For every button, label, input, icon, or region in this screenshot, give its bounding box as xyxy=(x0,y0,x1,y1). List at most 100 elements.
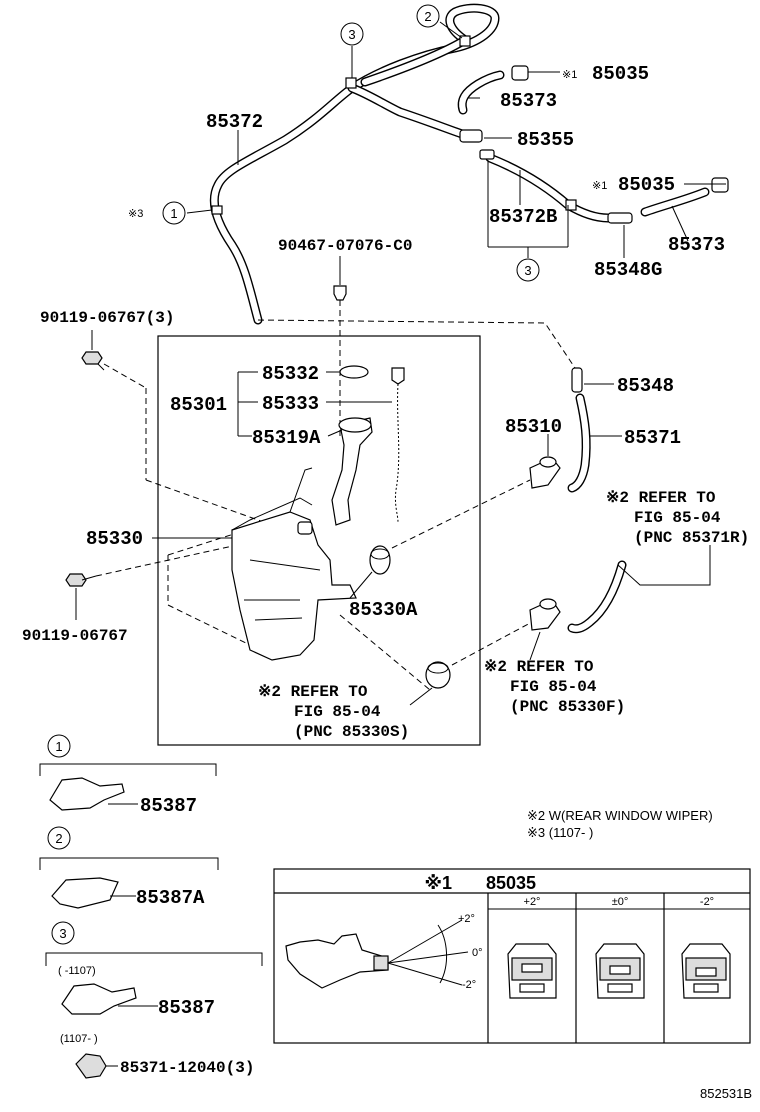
label-nozzle-mark-upper: ※1 xyxy=(562,69,577,81)
label-bolt-bottom: 90119-06767 xyxy=(22,627,128,645)
callout-3-bottom: 3 xyxy=(524,263,531,278)
clamp-3b-mark xyxy=(565,199,577,211)
label-85310: 85310 xyxy=(505,416,562,438)
label-85035-right: 85035 xyxy=(618,174,675,196)
label-85330: 85330 xyxy=(86,528,143,550)
hose-network xyxy=(209,3,710,634)
label-85035-upper: 85035 xyxy=(592,63,649,85)
adjust-col-3: -2° xyxy=(700,896,714,908)
label-nozzle-mark-right: ※1 xyxy=(592,180,607,192)
grommet-85330a xyxy=(369,545,391,575)
refer-center-line1: ※2 REFER TO xyxy=(258,683,368,701)
callout-circles: 3 2 1 ※3 3 xyxy=(128,4,540,282)
refer-notes: ※2 REFER TO FIG 85-04 (PNC 85371R) ※2 RE… xyxy=(258,489,749,741)
angle-minus: -2° xyxy=(462,979,476,991)
clamp-85387a xyxy=(51,877,119,909)
gauge-85333 xyxy=(391,367,405,385)
label-85332: 85332 xyxy=(262,363,319,385)
label-85372: 85372 xyxy=(206,111,263,133)
refer-upper-line2: FIG 85-04 xyxy=(634,509,721,527)
footnote-2: ※3 (1107- ) xyxy=(527,825,593,840)
legend-3-range-before: ( -1107) xyxy=(58,965,96,977)
callout-1-mark: ※3 xyxy=(128,208,143,220)
clamp-legend: 1 85387 2 85387A 3 ( -1107) 85387 (1107-… xyxy=(39,734,263,1079)
refer-upper-line3: (PNC 85371R) xyxy=(634,529,749,547)
legend-3-num: 3 xyxy=(59,926,66,941)
legend-2-pn: 85387A xyxy=(136,887,205,909)
refer-right-line3: (PNC 85330F) xyxy=(510,698,625,716)
fasteners: 90119-06767 xyxy=(22,256,347,645)
clamp-2-mark xyxy=(459,35,471,47)
label-bolt-top: 90119-06767(3) xyxy=(40,309,174,327)
inlet-85319a xyxy=(331,417,373,526)
adjust-title-mark: ※1 xyxy=(424,873,452,893)
footnotes: ※2 W(REAR WINDOW WIPER) ※3 (1107- ) xyxy=(527,808,713,840)
nozzle-85035-upper xyxy=(511,65,529,81)
dashed-guides xyxy=(95,300,576,691)
label-85319a: 85319A xyxy=(252,427,321,449)
label-85348: 85348 xyxy=(617,375,674,397)
footnote-1: ※2 W(REAR WINDOW WIPER) xyxy=(527,808,713,823)
grommet-85330s xyxy=(425,661,451,689)
refer-upper-line1: ※2 REFER TO xyxy=(606,489,716,507)
callout-1-left: 1 xyxy=(170,206,177,221)
connector-85355 xyxy=(459,129,483,143)
clamp-3-mark xyxy=(345,77,357,89)
figure-id: 852531B xyxy=(700,1086,752,1101)
tank-assembly-frame xyxy=(157,335,481,746)
clamp-85387-1 xyxy=(49,777,125,811)
legend-1-pn: 85387 xyxy=(140,795,197,817)
nozzle-side-view xyxy=(285,933,389,989)
angle-plus: +2° xyxy=(458,913,475,925)
tank-leaders xyxy=(152,371,711,706)
clamp-1-mark xyxy=(211,205,223,215)
clamp-85387-3 xyxy=(61,983,137,1015)
tank-labels: 85301 85332 85333 85319A 85330 85330A 85… xyxy=(86,363,562,621)
label-85348g: 85348G xyxy=(594,259,662,281)
refer-center-line2: FIG 85-04 xyxy=(294,703,381,721)
angle-zero: 0° xyxy=(472,947,483,959)
label-85371: 85371 xyxy=(624,427,681,449)
callout-2-top: 2 xyxy=(424,9,431,24)
label-85355: 85355 xyxy=(517,129,574,151)
callout-3-top: 3 xyxy=(348,27,355,42)
label-grommet-fastener: 90467-07076-C0 xyxy=(278,237,412,255)
adjust-col-1: +2° xyxy=(524,896,541,908)
tank-85330 xyxy=(231,511,357,661)
nozzle-85035-right xyxy=(711,177,729,193)
joint-85348g xyxy=(607,212,633,224)
legend-1-num: 1 xyxy=(55,739,62,754)
nozzle-adjust-box: ※1 85035 +2° ±0° -2° +2° 0° -2° xyxy=(273,868,751,1044)
refer-right-line2: FIG 85-04 xyxy=(510,678,597,696)
upper-labels: 85372 85373 85355 85372B 85373 85348G 85… xyxy=(40,63,725,449)
tank-parts xyxy=(231,365,561,689)
nozzle-front-minus2 xyxy=(681,943,731,999)
adjust-title-pn: 85035 xyxy=(486,873,536,893)
bolt-top-part xyxy=(81,351,103,365)
adjust-col-2: ±0° xyxy=(612,896,629,908)
legend-2-num: 2 xyxy=(55,831,62,846)
nozzle-front-zero xyxy=(595,943,645,999)
upper-leaders xyxy=(186,21,726,437)
label-85372b: 85372B xyxy=(489,206,557,228)
label-85373-upper: 85373 xyxy=(500,90,557,112)
bolt-bottom-part xyxy=(65,573,87,587)
legend-3-pn: 85387 xyxy=(158,997,215,1019)
joint-85348 xyxy=(571,367,583,393)
label-85333: 85333 xyxy=(262,393,319,415)
label-85301: 85301 xyxy=(170,394,227,416)
joint-connector xyxy=(479,149,495,160)
hose-connectors xyxy=(211,35,729,393)
legend-3-range-after: (1107- ) xyxy=(60,1033,98,1045)
refer-center-line3: (PNC 85330S) xyxy=(294,723,409,741)
legend-3-alt-pn: 85371-12040(3) xyxy=(120,1059,254,1077)
grommet-fastener-part xyxy=(333,285,347,301)
label-85373-right: 85373 xyxy=(668,234,725,256)
refer-right-line1: ※2 REFER TO xyxy=(484,658,594,676)
label-85330a: 85330A xyxy=(349,599,418,621)
cap-85332 xyxy=(339,365,369,379)
nozzle-front-plus2 xyxy=(507,943,557,999)
clamp-85371-12040 xyxy=(75,1053,107,1079)
